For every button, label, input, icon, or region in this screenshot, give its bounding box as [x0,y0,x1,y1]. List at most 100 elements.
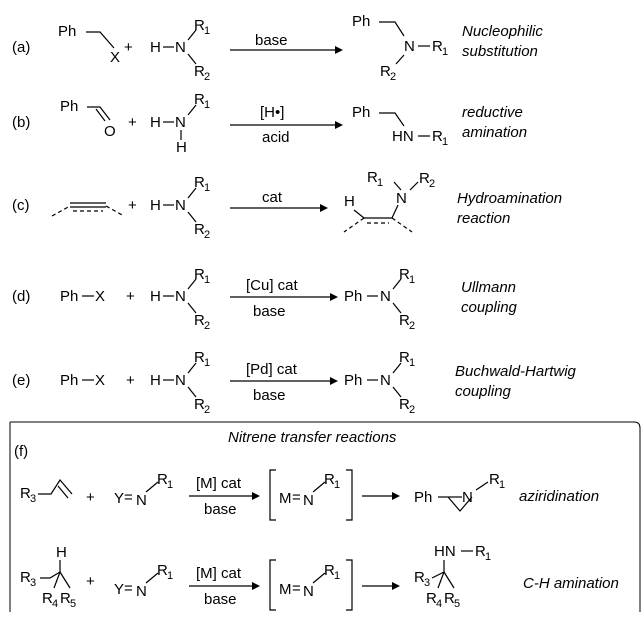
svg-text:R: R [194,396,205,413]
svg-text:R: R [414,569,425,586]
svg-text:base: base [204,591,237,608]
svg-text:1: 1 [204,25,210,37]
reaction-name-a-2: substitution [462,43,538,60]
svg-text:=: = [292,489,301,506]
svg-text:1: 1 [442,136,448,148]
svg-text:1: 1 [409,274,415,286]
svg-text:Ph: Ph [352,13,370,30]
svg-text:C-H amination: C-H amination [523,575,619,592]
svg-text:4: 4 [436,598,442,610]
svg-text:1: 1 [442,46,448,58]
svg-text:R: R [367,169,378,186]
svg-text:R: R [426,590,437,607]
svg-text:Hydroamination: Hydroamination [457,190,562,207]
svg-text:2: 2 [409,404,415,416]
svg-text:H: H [150,288,161,305]
svg-text:coupling: coupling [461,299,518,316]
svg-text:R: R [324,562,335,579]
svg-text:R: R [157,562,168,579]
svg-text:5: 5 [70,598,76,610]
svg-text:Buchwald-Hartwig: Buchwald-Hartwig [455,363,577,380]
atom-ph: Ph [58,23,76,40]
reagent-d-top: [Cu] cat [246,277,299,294]
svg-text:R: R [20,485,31,502]
svg-text:H: H [150,372,161,389]
svg-text:H: H [150,197,161,214]
svg-text:+: + [86,489,95,506]
reagent-b-top: [H•] [260,104,284,121]
svg-text:2: 2 [390,71,396,83]
svg-text:1: 1 [499,479,505,491]
svg-text:R: R [489,471,500,488]
label-d: (d) [12,288,30,305]
svg-text:+: + [126,372,135,389]
svg-text:R: R [419,170,430,187]
svg-text:N: N [175,372,186,389]
svg-text:3: 3 [30,493,36,505]
svg-text:H: H [56,544,67,561]
svg-text:Ph: Ph [60,288,78,305]
reagent-e-top: [Pd] cat [246,361,298,378]
svg-text:N: N [396,190,407,207]
svg-text:R: R [194,312,205,329]
svg-text:1: 1 [485,551,491,563]
reaction-name-a-1: Nucleophilic [462,23,543,40]
svg-text:=: = [292,580,301,597]
svg-text:N: N [404,38,415,55]
svg-text:3: 3 [424,577,430,589]
svg-text:2: 2 [204,320,210,332]
svg-text:R: R [399,349,410,366]
svg-text:Ph: Ph [352,104,370,121]
svg-text:3: 3 [30,577,36,589]
svg-text:R: R [432,128,443,145]
svg-text:HN: HN [392,128,414,145]
svg-text:R: R [20,569,31,586]
svg-text:+: + [128,114,137,131]
svg-text:+: + [126,288,135,305]
svg-text:N: N [380,288,391,305]
svg-text:1: 1 [377,177,383,189]
svg-text:1: 1 [409,357,415,369]
label-a: (a) [12,39,30,56]
label-c: (c) [12,197,30,214]
svg-text:R: R [194,266,205,283]
svg-text:R: R [399,396,410,413]
reagent-c: cat [262,189,283,206]
label-e: (e) [12,372,30,389]
svg-text:N: N [175,288,186,305]
svg-text:M: M [279,490,292,507]
svg-text:coupling: coupling [455,383,512,400]
svg-text:2: 2 [204,404,210,416]
nitrene-title: Nitrene transfer reactions [228,429,397,446]
svg-text:=: = [124,580,133,597]
svg-text:O: O [104,123,116,140]
svg-text:R: R [194,174,205,191]
svg-text:M: M [279,581,292,598]
svg-text:R: R [444,590,455,607]
svg-text:+: + [86,573,95,590]
reagent-a: base [255,32,288,49]
svg-text:1: 1 [204,357,210,369]
svg-text:N: N [462,489,473,506]
svg-text:R: R [380,63,391,80]
svg-text:1: 1 [204,99,210,111]
svg-text:[M] cat: [M] cat [196,565,242,582]
svg-text:Y: Y [114,581,124,598]
svg-text:4: 4 [52,598,58,610]
label-b: (b) [12,114,30,131]
svg-text:R: R [324,471,335,488]
svg-text:X: X [95,372,105,389]
svg-text:Ph: Ph [60,98,78,115]
svg-text:Ph: Ph [60,372,78,389]
reagent-d-bottom: base [253,303,286,320]
svg-text:R: R [157,471,168,488]
svg-text:X: X [95,288,105,305]
svg-text:Ph: Ph [344,288,362,305]
svg-text:N: N [136,492,147,509]
svg-text:2: 2 [204,71,210,83]
